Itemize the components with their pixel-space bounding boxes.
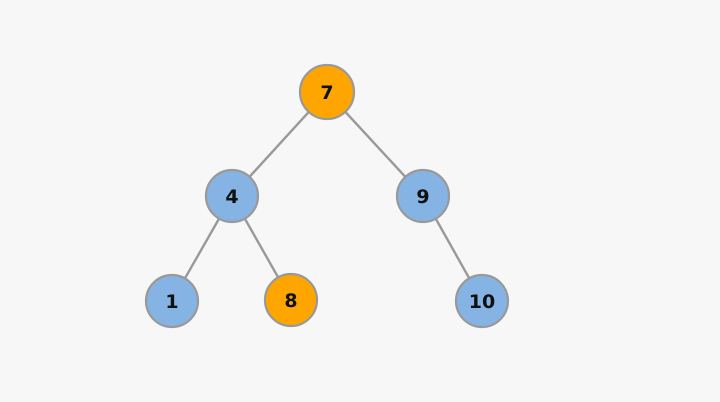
- node-circle-10[interactable]: [454, 273, 510, 329]
- tree-node-1[interactable]: 1: [144, 273, 200, 329]
- node-label-4: 4: [225, 186, 238, 208]
- tree-node-10[interactable]: 10: [454, 273, 510, 329]
- node-label-9: 9: [416, 186, 429, 208]
- node-circle-9[interactable]: [395, 168, 451, 224]
- tree-node-8[interactable]: 8: [263, 272, 319, 328]
- node-circle-4[interactable]: [204, 168, 260, 224]
- node-circle-7[interactable]: [298, 63, 356, 121]
- node-circle-8[interactable]: [263, 272, 319, 328]
- tree-node-7[interactable]: 7: [298, 63, 356, 121]
- tree-node-4[interactable]: 4: [204, 168, 260, 224]
- node-label-10: 10: [469, 291, 495, 313]
- node-label-1: 1: [165, 291, 178, 313]
- node-circle-1[interactable]: [144, 273, 200, 329]
- tree-node-9[interactable]: 9: [395, 168, 451, 224]
- nodes-layer: 7 4 9 1 8 10: [144, 63, 510, 329]
- node-label-8: 8: [284, 290, 297, 312]
- node-label-7: 7: [320, 82, 333, 104]
